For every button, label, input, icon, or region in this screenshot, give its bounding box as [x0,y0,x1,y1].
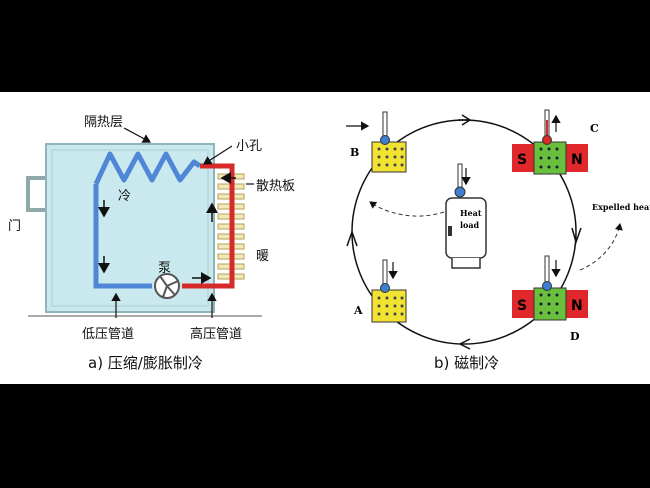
hole-label: 小孔 [236,139,262,154]
tank-thermometer-icon [454,163,471,198]
pump-icon [154,273,180,299]
cold-pipe-coil [93,151,202,186]
cabinet-inner [51,149,209,307]
magnet-c-south: S [517,152,527,168]
cold-label: 冷 [118,189,131,204]
magnet-d-north: N [571,298,583,314]
label-a: A [353,304,363,317]
block-d: S N [512,255,588,321]
heat-load-text-2: load [460,220,480,230]
expelled-heat-arrow [579,223,623,271]
block-a [371,259,407,323]
label-c: C [590,122,599,135]
low-pipe-label: 低压管道 [82,327,134,342]
high-pipe-label: 高压管道 [190,326,242,342]
cold-pipe-return [93,184,152,289]
block-b [346,111,407,173]
cycle-arrow-left [346,229,358,247]
magnet-d-south: S [517,298,527,314]
door-handle [26,176,48,212]
heat-load-tank: Heat load [445,197,487,269]
fridge-diagram: 隔热层 小孔 散热板 冷 暖 门 泵 低压管道 高压管道 a) 压缩/膨胀制冷 [8,115,295,372]
cycle-arrow-bottom [458,338,471,350]
label-d: D [570,330,580,343]
magnetic-diagram: Heat load [346,109,650,372]
door-label: 门 [8,219,21,234]
right-caption: b) 磁制冷 [434,354,499,372]
figure-panel: 隔热层 小孔 散热板 冷 暖 门 泵 低压管道 高压管道 a) 压缩/膨胀制冷 … [0,92,650,384]
label-b: B [350,146,359,159]
block-c: S N [512,109,588,175]
insulation-label: 隔热层 [84,115,123,130]
heat-flow-to-b [369,201,445,217]
hot-pipe [182,163,235,289]
magnet-c-north: N [571,152,583,168]
heat-load-text-1: Heat [460,208,482,218]
warm-label: 暖 [256,249,269,264]
expelled-heat-label: Expelled heat [592,202,650,212]
cycle-arrow-top [458,114,472,126]
left-caption: a) 压缩/膨胀制冷 [88,354,203,372]
insulation-leader [123,127,152,143]
radiator-label: 散热板 [256,179,295,194]
cycle-arrow-right [571,227,582,245]
hole-leader [202,145,233,165]
figure-svg: 隔热层 小孔 散热板 冷 暖 门 泵 低压管道 高压管道 a) 压缩/膨胀制冷 … [8,109,650,372]
pump-label: 泵 [158,261,171,276]
